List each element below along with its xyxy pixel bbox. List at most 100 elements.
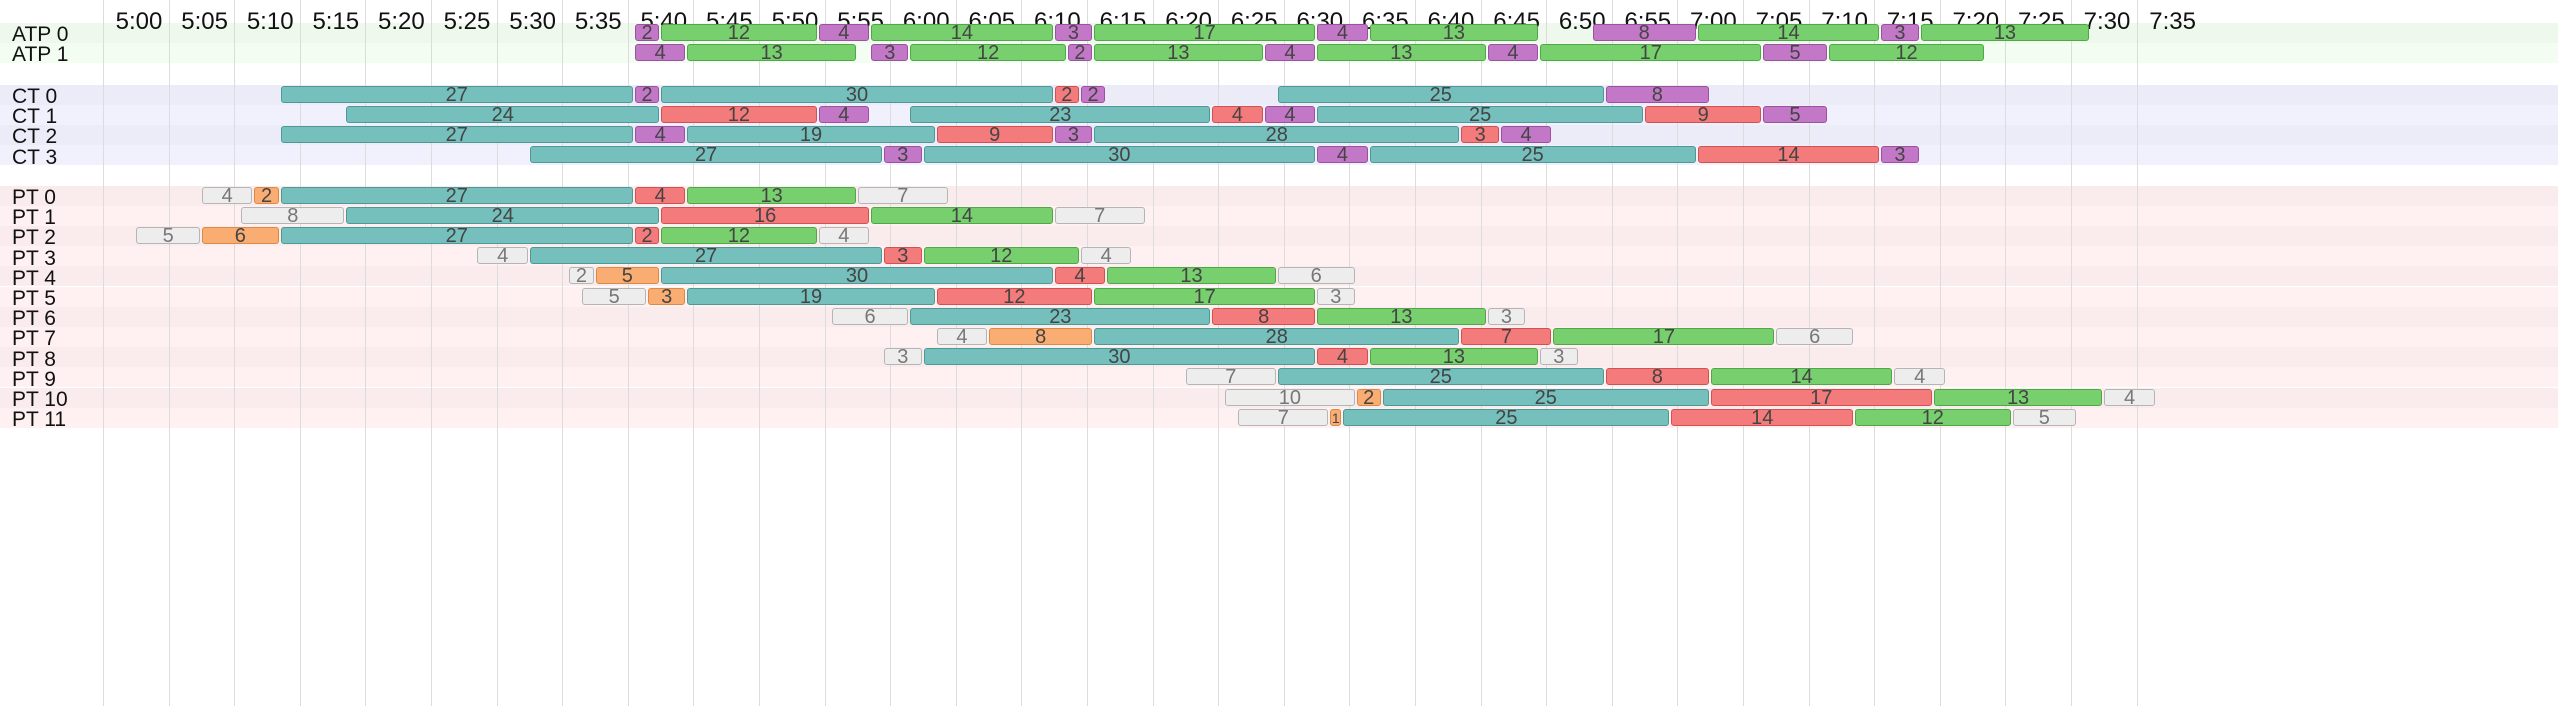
task-bar: 25 bbox=[1382, 388, 1709, 406]
task-bar: 12 bbox=[910, 43, 1066, 61]
task-bar: 2 bbox=[634, 23, 660, 41]
task-bar: 7 bbox=[1185, 368, 1276, 386]
task-bar: 2 bbox=[1054, 85, 1079, 103]
task-bar: 13 bbox=[1107, 267, 1276, 285]
task-bar: 13 bbox=[1920, 23, 2090, 41]
task-bar: 7 bbox=[1461, 327, 1552, 346]
task-bar: 3 bbox=[871, 43, 909, 61]
task-bar: 8 bbox=[1212, 307, 1316, 325]
task-bar: 4 bbox=[1054, 267, 1106, 285]
task-bar: 23 bbox=[910, 307, 1211, 325]
time-gridline bbox=[759, 0, 760, 706]
task-bar: 25 bbox=[1343, 408, 1670, 426]
task-bar: 19 bbox=[687, 287, 935, 305]
task-bar: 3 bbox=[884, 146, 922, 164]
task-bar: 3 bbox=[1881, 146, 1919, 164]
task-bar: 1 bbox=[1330, 408, 1342, 426]
task-bar: 3 bbox=[1540, 348, 1578, 366]
task-bar: 30 bbox=[923, 348, 1316, 366]
task-bar: 2 bbox=[569, 267, 594, 285]
task-bar: 14 bbox=[871, 23, 1053, 41]
time-gridline bbox=[2005, 0, 2006, 706]
time-gridline bbox=[1809, 0, 1810, 706]
task-bar: 4 bbox=[1317, 348, 1368, 366]
row-label: PT 7 bbox=[12, 327, 56, 351]
task-bar: 2 bbox=[254, 186, 279, 204]
task-bar: 4 bbox=[201, 186, 253, 204]
task-bar: 5 bbox=[1763, 105, 1827, 123]
row-label: PT 0 bbox=[12, 186, 56, 209]
task-bar: 13 bbox=[1317, 43, 1486, 61]
row-label: CT 2 bbox=[12, 125, 58, 149]
row-label: CT 3 bbox=[12, 145, 58, 169]
task-bar: 30 bbox=[661, 85, 1053, 103]
task-bar: 4 bbox=[818, 105, 870, 123]
task-bar: 2 bbox=[1081, 85, 1106, 103]
task-bar: 12 bbox=[1828, 43, 1985, 61]
task-bar: 4 bbox=[936, 327, 988, 346]
task-bar: 14 bbox=[1671, 408, 1854, 426]
task-bar: 4 bbox=[634, 43, 686, 61]
task-bar: 24 bbox=[346, 206, 660, 224]
task-bar: 2 bbox=[634, 226, 660, 245]
task-bar: 25 bbox=[1317, 105, 1644, 123]
task-bar: 17 bbox=[1710, 388, 1932, 406]
task-bar: 12 bbox=[1855, 408, 2011, 426]
task-bar: 3 bbox=[1317, 287, 1355, 305]
row-label: PT 9 bbox=[12, 367, 56, 391]
task-bar: 10 bbox=[1225, 388, 1355, 406]
task-bar: 3 bbox=[884, 348, 922, 366]
row-band bbox=[0, 246, 2558, 267]
time-gridline bbox=[300, 0, 301, 706]
task-bar: 4 bbox=[1212, 105, 1263, 123]
task-bar: 2 bbox=[1067, 43, 1093, 61]
task-bar: 12 bbox=[661, 23, 817, 41]
time-gridline bbox=[365, 0, 366, 706]
task-bar: 3 bbox=[1054, 125, 1093, 144]
task-bar: 4 bbox=[1081, 247, 1132, 265]
task-bar: 8 bbox=[1592, 23, 1696, 41]
time-gridline bbox=[825, 0, 826, 706]
task-bar: 4 bbox=[1264, 105, 1316, 123]
time-tick-label: 5:20 bbox=[378, 8, 425, 35]
time-gridline bbox=[2137, 0, 2138, 706]
time-gridline bbox=[1874, 0, 1875, 706]
task-bar: 5 bbox=[595, 267, 660, 285]
task-bar: 30 bbox=[923, 146, 1316, 164]
task-bar: 25 bbox=[1369, 146, 1696, 164]
time-tick-label: 5:10 bbox=[246, 8, 294, 35]
task-bar: 28 bbox=[1094, 125, 1460, 144]
task-bar: 24 bbox=[346, 105, 660, 123]
task-bar: 13 bbox=[1369, 348, 1539, 366]
row-label: PT 6 bbox=[12, 307, 56, 331]
task-bar: 27 bbox=[280, 226, 633, 245]
task-bar: 8 bbox=[1605, 368, 1709, 386]
task-bar: 3 bbox=[884, 247, 922, 265]
task-bar: 17 bbox=[1553, 327, 1775, 346]
time-tick-label: 5:00 bbox=[115, 8, 163, 35]
row-label: PT 8 bbox=[12, 347, 56, 371]
row-label: CT 1 bbox=[12, 105, 58, 129]
task-bar: 28 bbox=[1094, 327, 1460, 346]
task-bar: 5 bbox=[1763, 43, 1827, 61]
time-gridline bbox=[2071, 0, 2072, 706]
task-bar: 3 bbox=[1461, 125, 1499, 144]
task-bar: 5 bbox=[582, 287, 647, 305]
task-bar: 12 bbox=[936, 287, 1093, 305]
time-gridline bbox=[169, 0, 170, 706]
task-bar: 27 bbox=[280, 186, 633, 204]
time-tick-label: 5:25 bbox=[443, 8, 491, 35]
task-bar: 14 bbox=[1697, 146, 1880, 164]
time-gridline bbox=[1677, 0, 1678, 706]
task-bar: 2 bbox=[1356, 388, 1381, 406]
time-tick-label: 5:30 bbox=[509, 8, 556, 35]
task-bar: 16 bbox=[661, 206, 870, 224]
task-bar: 7 bbox=[1054, 206, 1145, 224]
row-label: PT 10 bbox=[12, 388, 68, 411]
task-bar: 8 bbox=[1605, 85, 1709, 103]
task-bar: 27 bbox=[280, 85, 633, 103]
task-bar: 27 bbox=[280, 125, 633, 144]
task-bar: 4 bbox=[634, 186, 686, 204]
task-bar: 25 bbox=[1277, 368, 1604, 386]
